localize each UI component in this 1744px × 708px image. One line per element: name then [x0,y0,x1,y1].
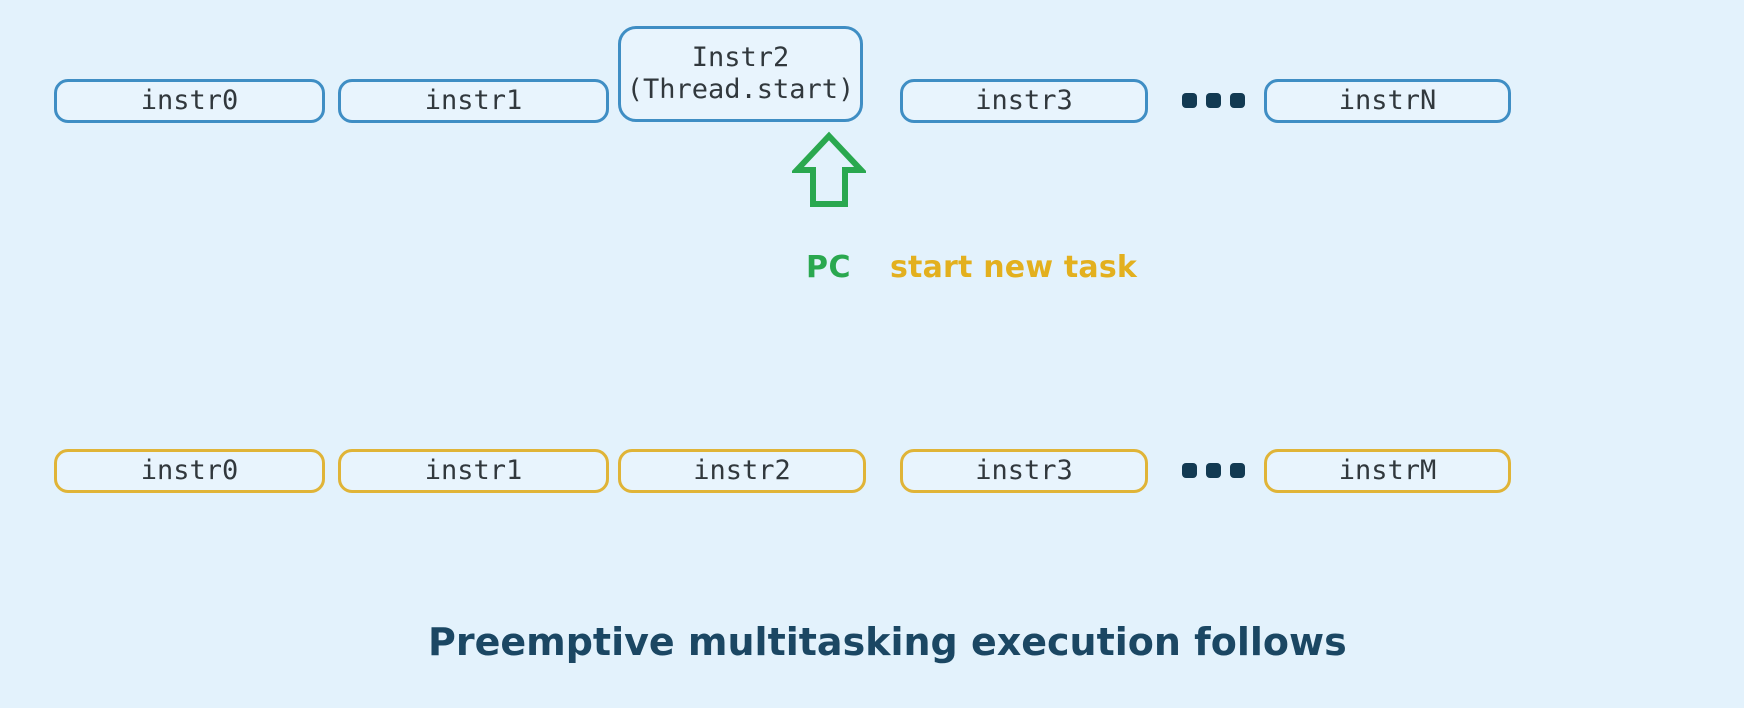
ellipsis-task-row [1182,463,1245,478]
instr-box-task-0: instr0 [54,449,325,493]
pc-label: PC [806,250,852,285]
ellipsis-dot [1206,93,1221,108]
instr-box-thread-1: instr1 [338,79,609,123]
instr-box-task-2: instr2 [618,449,866,493]
pc-arrow-icon [790,130,868,210]
ellipsis-dot [1182,463,1197,478]
diagram-caption: Preemptive multitasking execution follow… [428,620,1347,664]
instr-box-task-1: instr1 [338,449,609,493]
ellipsis-dot [1206,463,1221,478]
ellipsis-dot [1230,93,1245,108]
ellipsis-thread-row [1182,93,1245,108]
instr-box-thread-3: instr3 [900,79,1148,123]
instr-box-task-m: instrM [1264,449,1511,493]
start-new-task-label: start new task [890,250,1138,285]
instr-box-thread-0: instr0 [54,79,325,123]
instr-box-task-3: instr3 [900,449,1148,493]
instr-box-thread-n: instrN [1264,79,1511,123]
ellipsis-dot [1182,93,1197,108]
instr-box-thread-2-thread-start: Instr2 (Thread.start) [618,26,863,122]
ellipsis-dot [1230,463,1245,478]
